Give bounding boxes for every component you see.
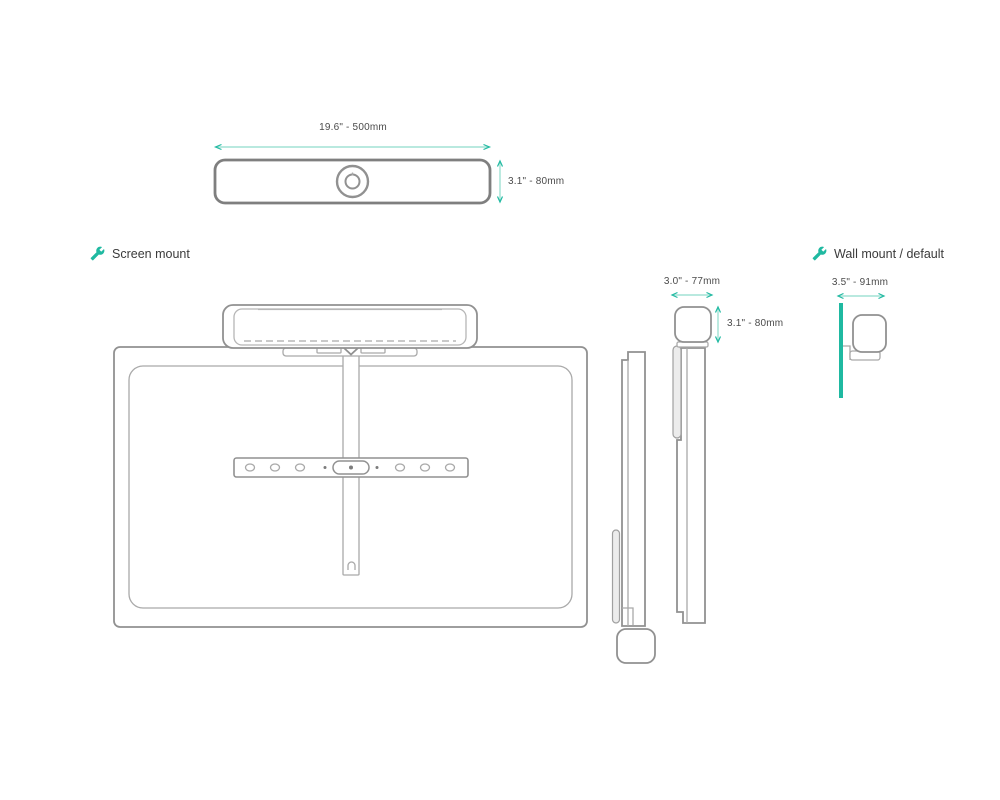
wall-width-dimension-label: 3.5" - 91mm: [831, 277, 889, 288]
wall-line: [839, 303, 843, 398]
screen-mount-label-text: Screen mount: [112, 246, 190, 261]
wall-mount-label-text: Wall mount / default: [834, 246, 945, 261]
screen-mount-drawing: [113, 304, 588, 628]
video-bar-side-wall: [852, 314, 887, 353]
wall-mount-section-label: Wall mount / default: [812, 246, 944, 261]
wall-mount-drawing: [836, 292, 887, 398]
height-dimension-line: [714, 305, 722, 344]
wrench-icon: [90, 246, 105, 261]
video-bar-side-bottom: [616, 628, 656, 664]
height-dimension-line: [496, 159, 504, 204]
side-view-top-mount: [670, 291, 722, 624]
mount-strap-side: [672, 345, 682, 439]
depth-dimension-line: [670, 291, 714, 299]
video-bar-side-top: [674, 306, 712, 343]
front-height-dimension-label: 3.1" - 80mm: [508, 176, 565, 187]
mount-strap-side: [611, 529, 621, 624]
front-width-dimension-label: 19.6" - 500mm: [319, 122, 387, 133]
video-bar-rear: [222, 304, 478, 349]
screen-mount-section-label: Screen mount: [90, 246, 190, 261]
side-depth-dimension-label: 3.0" - 77mm: [663, 276, 721, 287]
width-dimension-line: [213, 143, 492, 151]
video-bar-front: [213, 158, 492, 205]
side-views-drawing: [611, 291, 722, 664]
wall-depth-dimension-line: [836, 292, 886, 300]
side-view-bottom-mount: [611, 351, 656, 664]
vesa-bar: [233, 457, 469, 478]
wrench-icon: [812, 246, 827, 261]
video-bar-front-drawing: [213, 143, 504, 205]
wall-mounted-unit: [843, 314, 887, 361]
side-height-dimension-label: 3.1" - 80mm: [727, 318, 784, 329]
camera-lens-icon: [335, 164, 370, 199]
